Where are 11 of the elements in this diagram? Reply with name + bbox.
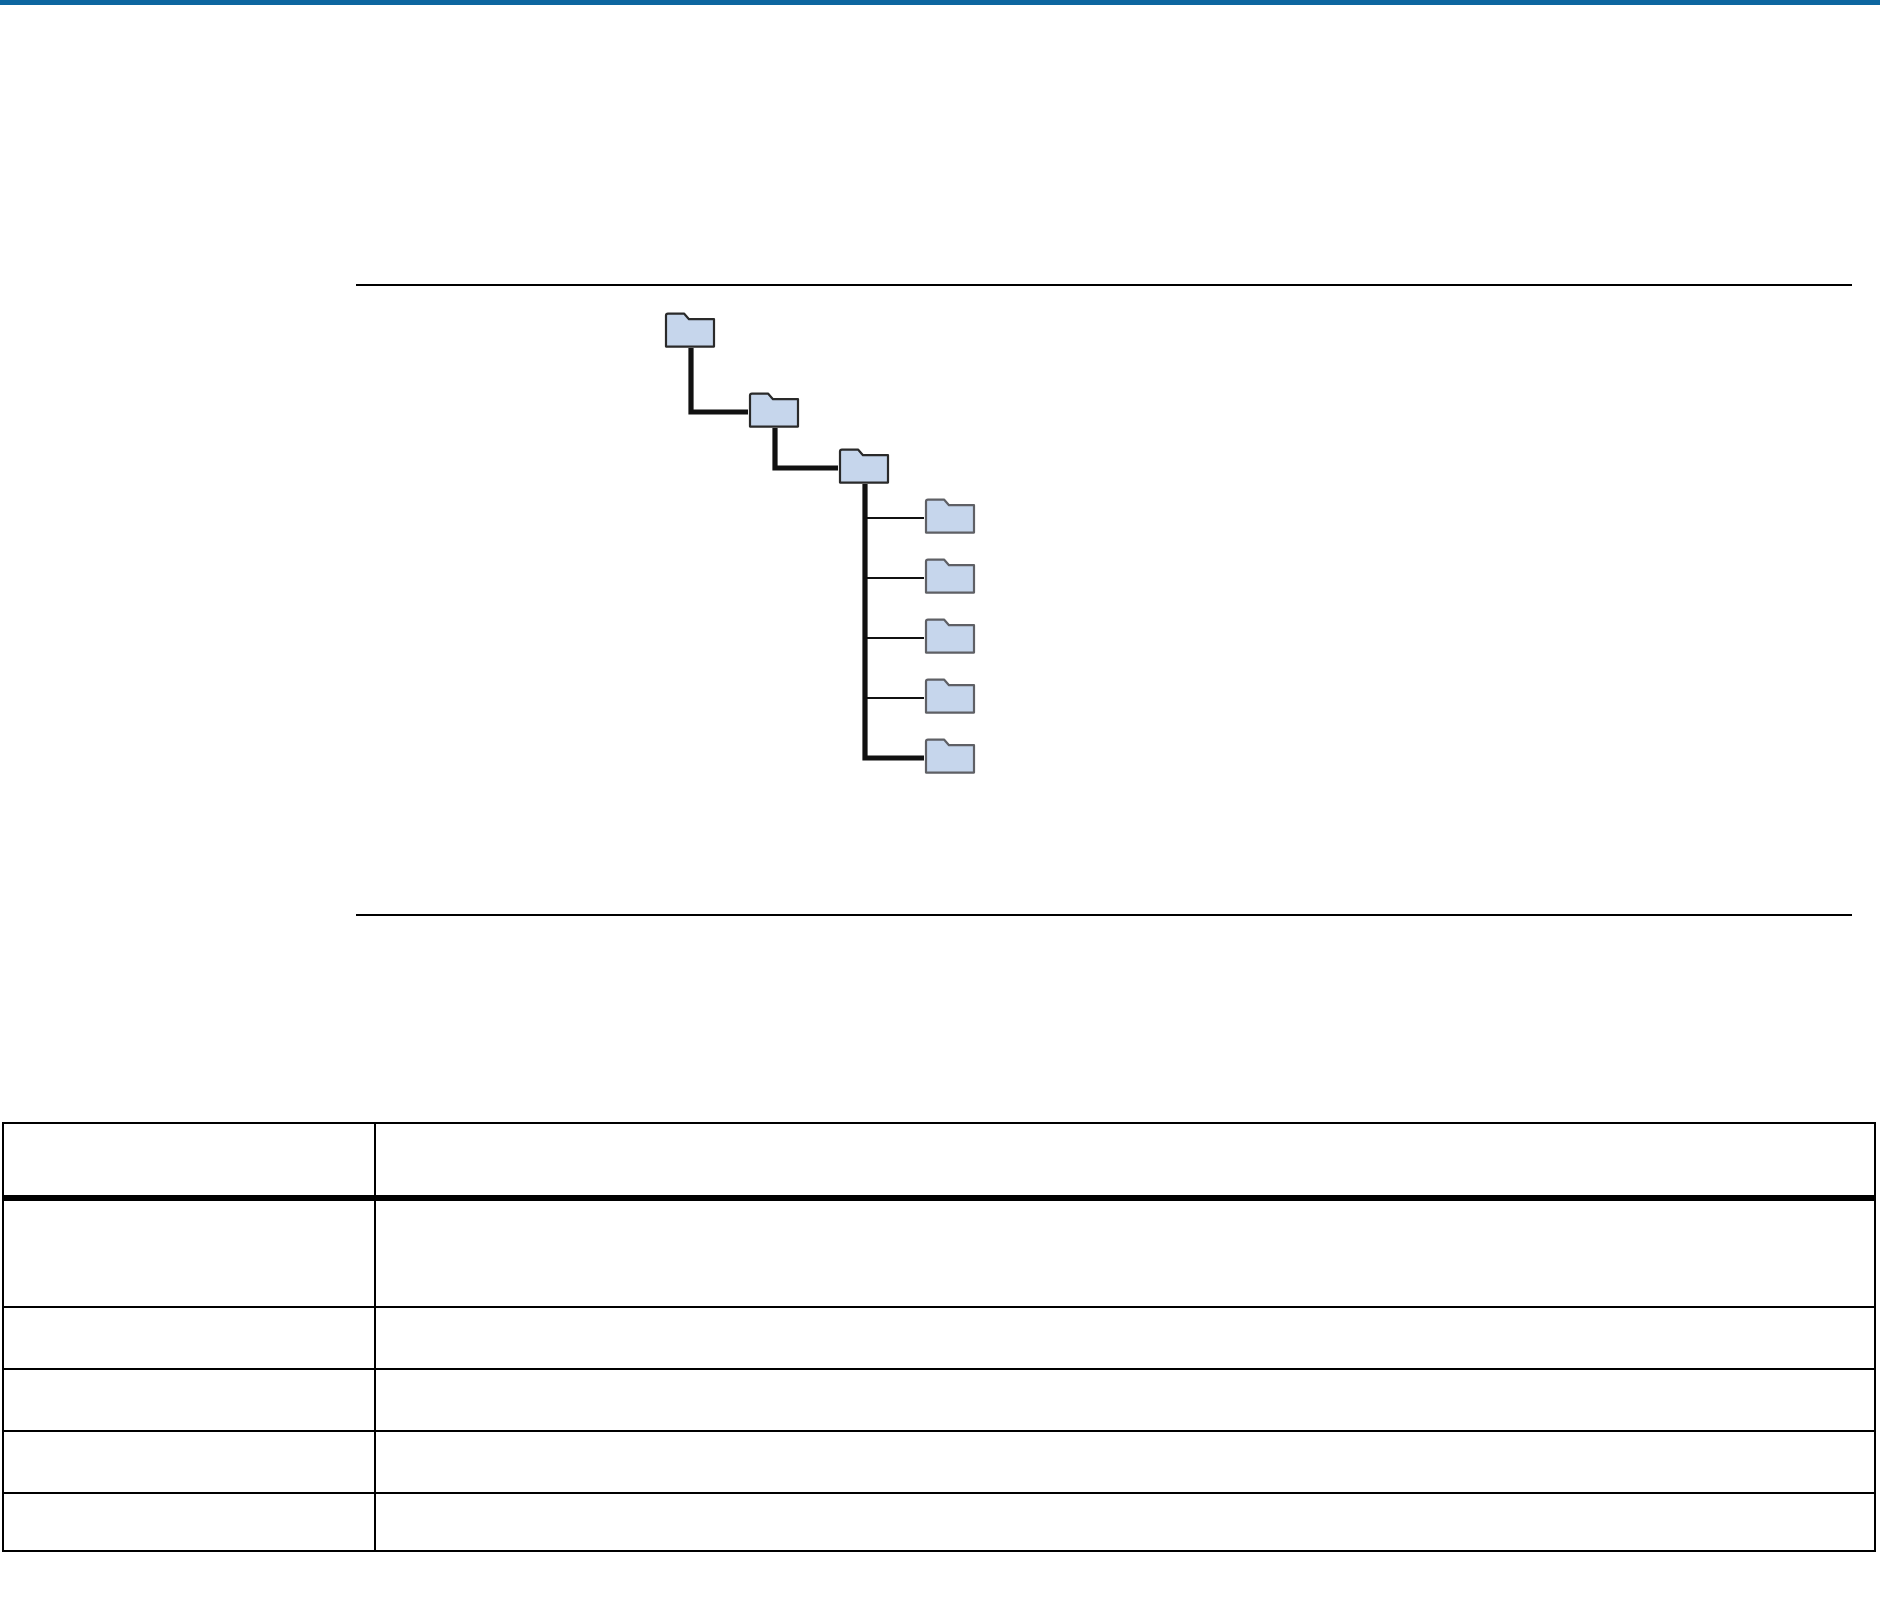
folder-icon — [924, 678, 976, 714]
folder-icon — [748, 392, 800, 428]
folder-icon — [924, 738, 976, 774]
connector-line — [688, 348, 748, 415]
connector-line — [772, 428, 838, 471]
folder-icon — [924, 498, 976, 534]
folder-icon — [924, 618, 976, 654]
folder-icon — [838, 448, 890, 484]
connector-line — [862, 484, 924, 761]
folder-icon — [924, 558, 976, 594]
folder-icon — [664, 312, 716, 348]
